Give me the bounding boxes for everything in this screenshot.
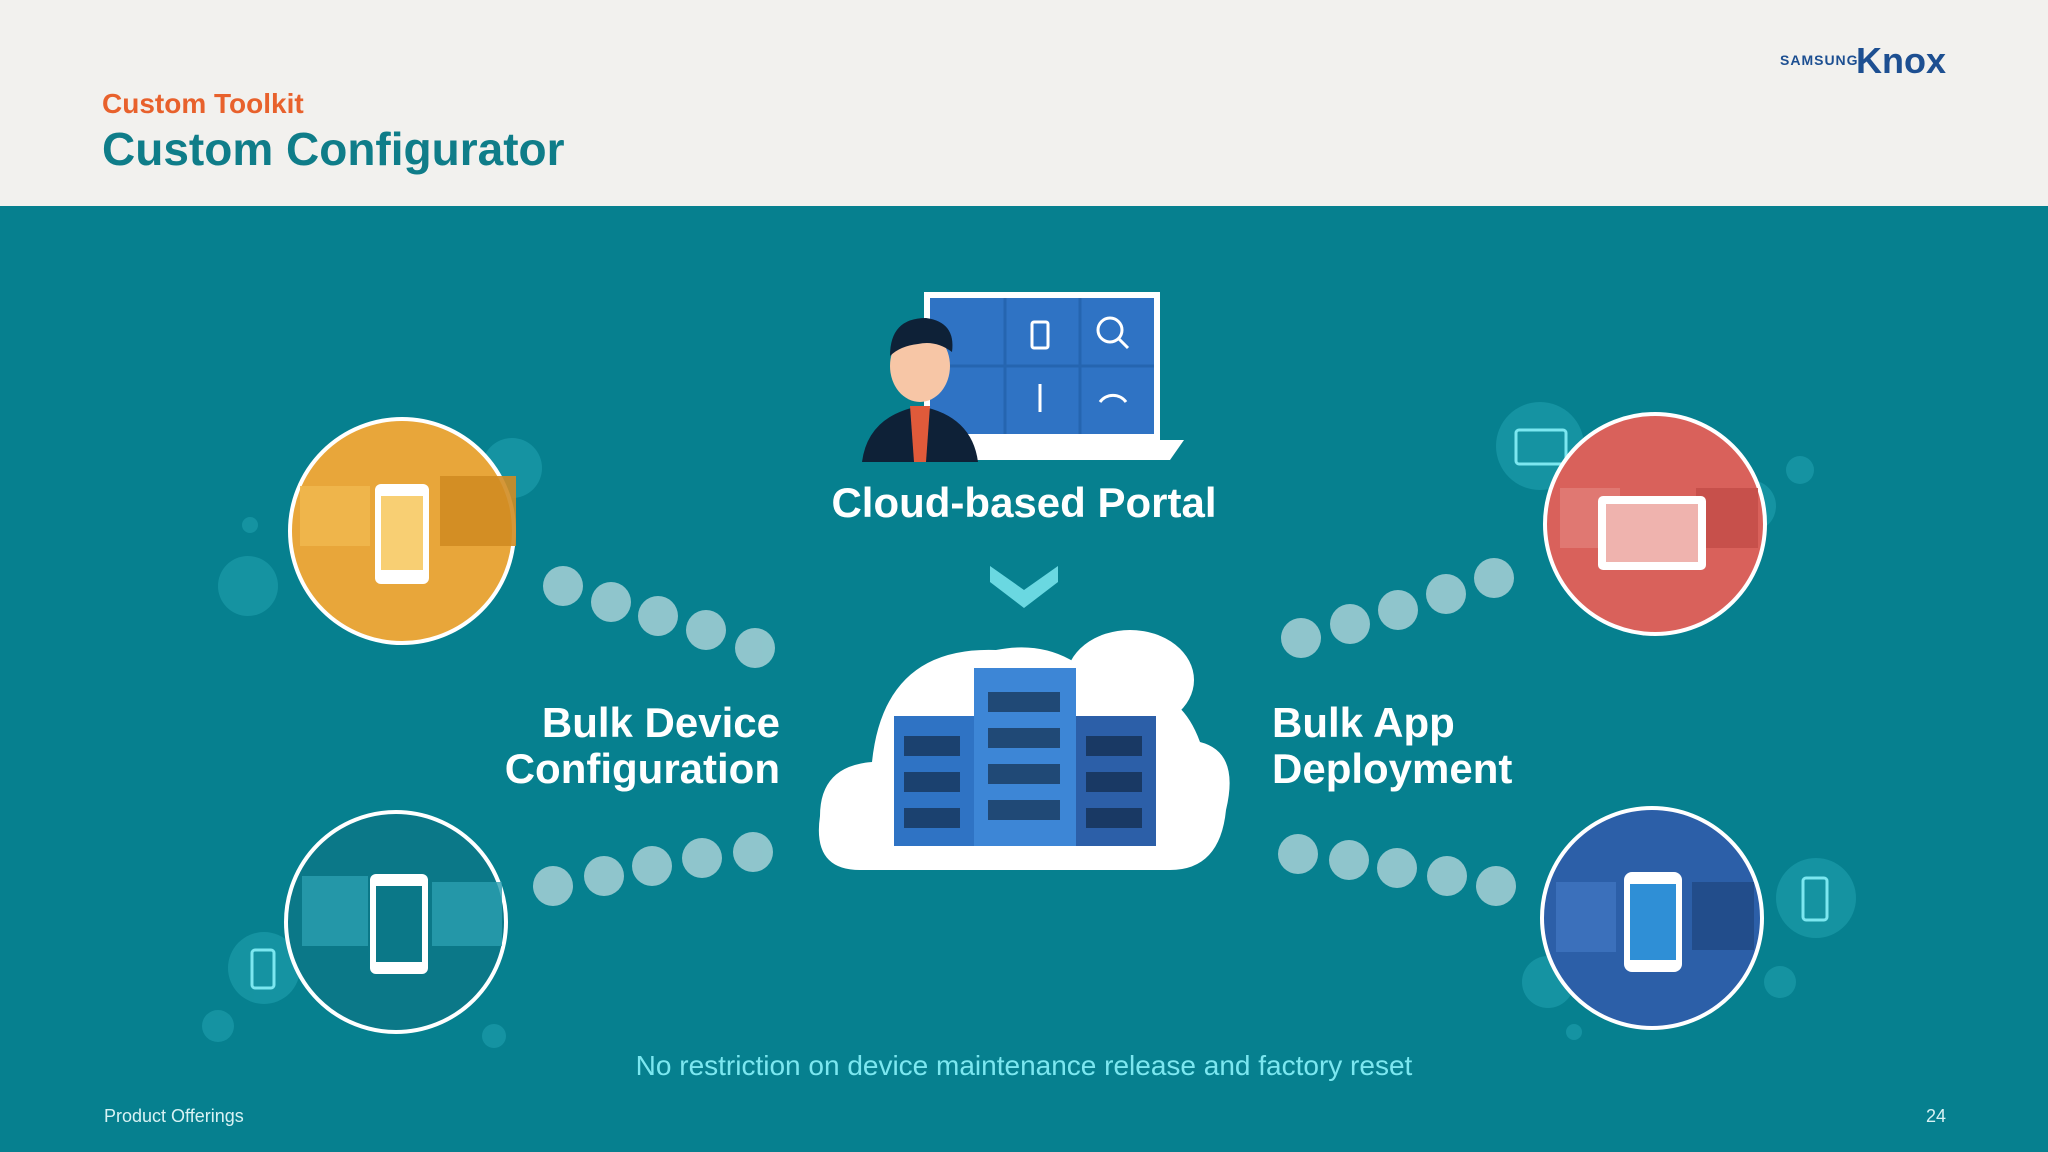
app-bubbles-top-right bbox=[1281, 558, 1514, 658]
page-number: 24 bbox=[1926, 1106, 1947, 1126]
logo-product: Knox bbox=[1856, 40, 1946, 81]
settings-bubbles-bottom-left bbox=[533, 832, 773, 906]
bulk-device-line1: Bulk Device bbox=[541, 699, 780, 746]
cloud-server-illustration bbox=[818, 630, 1230, 870]
footer-section: Product Offerings bbox=[104, 1106, 244, 1126]
person-avatar bbox=[862, 318, 978, 462]
footnote: No restriction on device maintenance rel… bbox=[635, 1050, 1413, 1081]
bulk-app-line2: Deployment bbox=[1272, 745, 1513, 792]
slide-body: Cloud-based Portal Bulk Device Configura… bbox=[0, 206, 2048, 1152]
chevron-down-icon bbox=[990, 566, 1058, 608]
header-band: Custom Toolkit Custom Configurator SAMSU… bbox=[0, 0, 2048, 206]
bulk-device-label: Bulk Device Configuration bbox=[440, 700, 780, 792]
logo-brand: SAMSUNG bbox=[1780, 52, 1859, 68]
samsung-knox-logo: SAMSUNG Knox bbox=[1780, 40, 1950, 86]
portal-label: Cloud-based Portal bbox=[831, 479, 1217, 526]
device-circle-orange bbox=[288, 417, 516, 645]
settings-bubbles-top-left bbox=[543, 566, 775, 668]
tablet-icon bbox=[1514, 428, 1568, 466]
diagram-canvas bbox=[202, 292, 1856, 1048]
device-circle-blue bbox=[1540, 806, 1764, 1030]
page-title: Custom Configurator bbox=[102, 123, 565, 175]
app-bubbles-bottom-right bbox=[1278, 834, 1516, 906]
phone-icon bbox=[1801, 876, 1829, 922]
phone-icon bbox=[250, 948, 276, 990]
section-subtitle: Custom Toolkit bbox=[102, 88, 304, 119]
bulk-app-label: Bulk App Deployment bbox=[1272, 700, 1612, 792]
device-circle-red bbox=[1543, 412, 1767, 636]
device-circle-teal bbox=[284, 810, 508, 1034]
bulk-app-line1: Bulk App bbox=[1272, 699, 1455, 746]
bulk-device-line2: Configuration bbox=[504, 745, 780, 792]
